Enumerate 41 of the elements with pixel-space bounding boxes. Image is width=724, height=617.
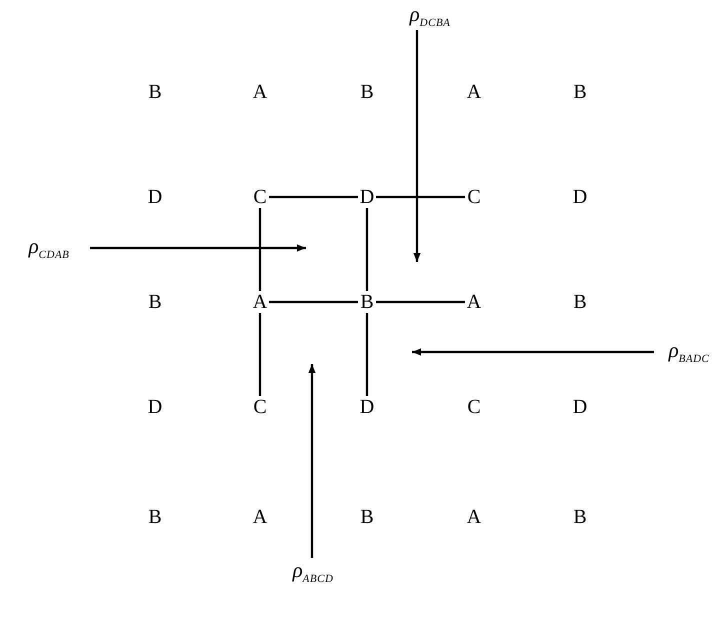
arrow — [412, 348, 654, 356]
grid-letter: C — [251, 186, 269, 208]
rho-label: ρ$_{CDAB}$ — [8, 234, 90, 262]
rho-label: ρ$_{ABCD}$ — [276, 558, 350, 586]
grid-letter: B — [358, 506, 376, 528]
grid-letter: A — [465, 506, 483, 528]
connector-line — [258, 208, 262, 291]
grid-letter: A — [251, 81, 269, 103]
grid-letter: B — [571, 506, 589, 528]
grid-letter: A — [465, 291, 483, 313]
grid-letter: B — [358, 291, 376, 313]
grid-letter: D — [358, 396, 376, 418]
connector-line — [366, 208, 368, 291]
connector-line — [269, 196, 358, 198]
grid-letter: B — [358, 81, 376, 103]
grid-letter: D — [146, 186, 164, 208]
grid-letter: A — [251, 506, 269, 528]
connector-line — [376, 300, 465, 304]
grid-letter: C — [465, 396, 483, 418]
connector-line — [376, 196, 465, 198]
grid-letter: A — [465, 81, 483, 103]
grid-letter: B — [146, 81, 164, 103]
connector-line — [258, 313, 262, 396]
grid-letter: D — [146, 396, 164, 418]
grid-letter: D — [571, 186, 589, 208]
arrow — [413, 30, 421, 262]
grid-letter: A — [251, 291, 269, 313]
connector-line — [366, 313, 368, 396]
arrow — [308, 364, 316, 558]
grid-letter: B — [146, 506, 164, 528]
grid-letter: D — [571, 396, 589, 418]
grid-letter: C — [251, 396, 269, 418]
grid-letter: D — [358, 186, 376, 208]
arrow — [90, 244, 306, 252]
grid-letter: B — [146, 291, 164, 313]
grid-letter: C — [465, 186, 483, 208]
grid-letter: B — [571, 81, 589, 103]
grid-letter: B — [571, 291, 589, 313]
rho-label: ρ$_{DCBA}$ — [392, 2, 468, 30]
connector-line — [269, 300, 358, 304]
rho-label: ρ$_{BADC}$ — [654, 338, 724, 366]
